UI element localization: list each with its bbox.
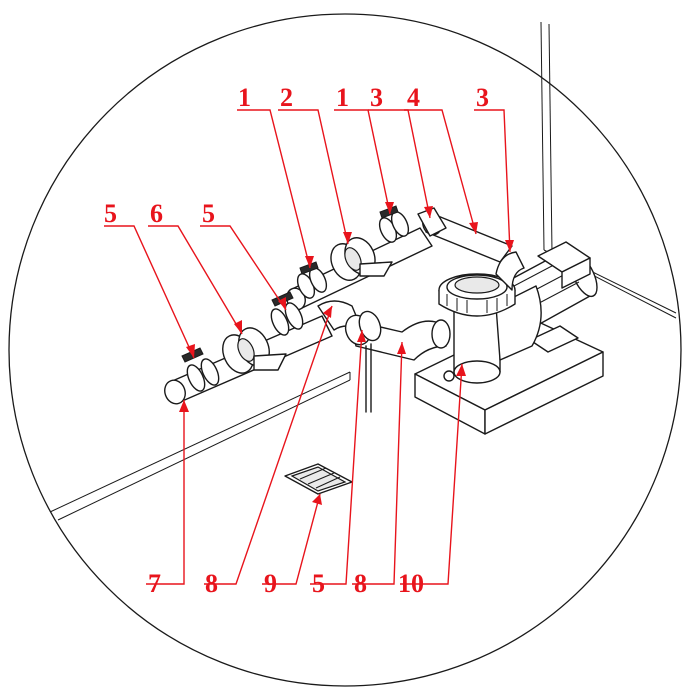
leader-top-2 — [278, 109, 349, 245]
leader-bot-8b — [352, 341, 403, 585]
leader-top-3b — [474, 109, 511, 253]
upper-pipe-run — [286, 205, 433, 311]
callout-top-1a: 1 — [238, 83, 251, 112]
leader-bot-7 — [146, 400, 185, 585]
leader-bot-9 — [262, 493, 321, 585]
leader-top-1b — [334, 109, 391, 215]
discharge-pipe — [417, 207, 525, 291]
callout-top-3b: 3 — [476, 83, 489, 112]
callout-top-1b: 1 — [336, 83, 349, 112]
callout-bot-7: 7 — [148, 569, 161, 598]
callout-top-4: 4 — [407, 83, 420, 112]
callout-numbers: 1 2 1 3 4 3 5 6 5 7 8 9 5 8 10 — [104, 83, 489, 598]
suction-elbow — [317, 300, 451, 413]
callout-bot-10: 10 — [398, 569, 424, 598]
pump-motor — [505, 241, 598, 353]
callout-top-2: 2 — [280, 83, 293, 112]
callout-left-5b: 5 — [202, 199, 215, 228]
leader-left-5b — [200, 225, 287, 311]
leader-left-5a — [104, 225, 195, 359]
leader-top-3a — [368, 109, 431, 219]
callout-top-3a: 3 — [370, 83, 383, 112]
leader-left-6 — [148, 225, 243, 335]
callout-left-6: 6 — [150, 199, 163, 228]
floor-drain-grate — [284, 463, 353, 495]
circular-frame — [8, 13, 682, 687]
callout-bot-8b: 8 — [354, 569, 367, 598]
pump-strainer-housing — [438, 273, 542, 384]
leader-top-1a — [237, 109, 311, 269]
callout-left-5a: 5 — [104, 199, 117, 228]
callout-bot-9: 9 — [264, 569, 277, 598]
lower-pipe-run — [164, 291, 333, 405]
leader-bot-5 — [310, 329, 363, 585]
leader-top-4 — [404, 109, 477, 235]
callout-bot-5: 5 — [312, 569, 325, 598]
leader-bot-8a — [204, 305, 333, 585]
leader-arrowheads — [179, 202, 514, 505]
callout-bot-8a: 8 — [205, 569, 218, 598]
leader-bot-10 — [400, 363, 463, 585]
leader-lines — [104, 109, 511, 585]
